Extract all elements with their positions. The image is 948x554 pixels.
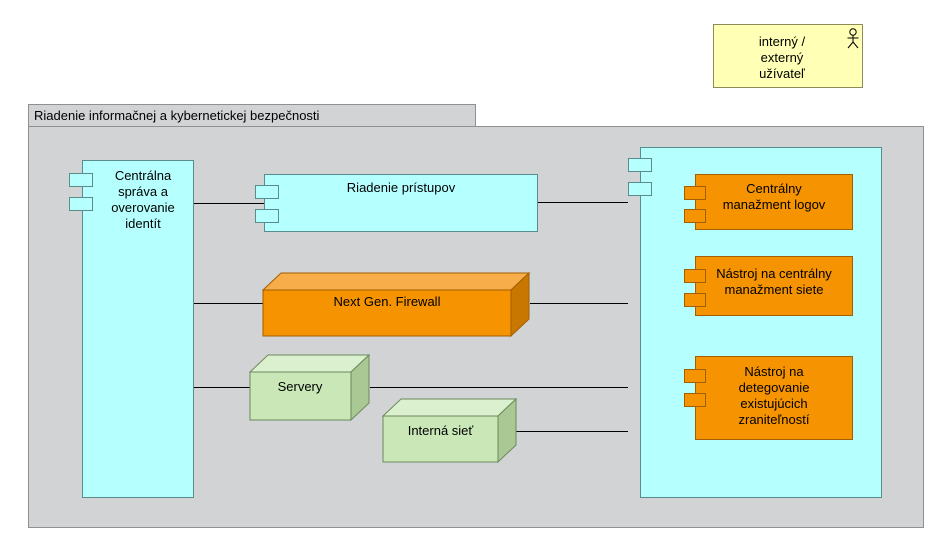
connection-line[interactable]	[370, 387, 628, 388]
connection-line[interactable]	[538, 202, 628, 203]
business-actor-user[interactable]: interný / externý užívateľ	[713, 24, 863, 88]
component-label: Centrálny manažment logov	[722, 181, 826, 212]
component-access-control[interactable]: Riadenie prístupov	[264, 174, 538, 232]
component-central-log-management[interactable]: Centrálny manažment logov	[695, 174, 853, 230]
component-label: Nástroj na detegovanie existujúcich zran…	[738, 364, 810, 427]
group-title: Riadenie informačnej a kybernetickej bez…	[34, 108, 320, 123]
component-label: Nástroj na centrálny manažment siete	[716, 266, 832, 297]
group-tab[interactable]: Riadenie informačnej a kybernetickej bez…	[28, 104, 476, 126]
actor-icon	[847, 28, 859, 49]
actor-label: interný / externý užívateľ	[758, 34, 806, 81]
component-port-icon	[255, 209, 279, 223]
component-port-icon	[255, 185, 279, 199]
component-port-icon	[69, 197, 93, 211]
component-port-icon	[684, 186, 706, 200]
node-label: Next Gen. Firewall	[333, 294, 441, 309]
component-vulnerability-detection-tool[interactable]: Nástroj na detegovanie existujúcich zran…	[695, 356, 853, 440]
component-label: Centrálna správa a overovanie identít	[111, 168, 175, 231]
node-firewall[interactable]	[262, 272, 532, 338]
component-identity-management[interactable]: Centrálna správa a overovanie identít	[82, 160, 194, 498]
connection-line[interactable]	[194, 387, 250, 388]
component-port-icon	[684, 209, 706, 223]
component-network-management-tool[interactable]: Nástroj na centrálny manažment siete	[695, 256, 853, 316]
connection-line[interactable]	[530, 303, 628, 304]
component-port-icon	[684, 293, 706, 307]
connection-line[interactable]	[516, 431, 628, 432]
connection-line[interactable]	[194, 303, 264, 304]
node-servers[interactable]	[249, 354, 371, 422]
node-internal-network[interactable]	[382, 398, 518, 464]
node-label: Interná sieť	[407, 423, 474, 438]
connection-line[interactable]	[194, 203, 264, 204]
component-label: Riadenie prístupov	[346, 180, 456, 195]
component-port-icon	[628, 182, 652, 196]
node-label: Servery	[277, 379, 323, 394]
component-port-icon	[628, 158, 652, 172]
component-port-icon	[684, 393, 706, 407]
component-port-icon	[684, 269, 706, 283]
component-port-icon	[69, 173, 93, 187]
component-port-icon	[684, 369, 706, 383]
